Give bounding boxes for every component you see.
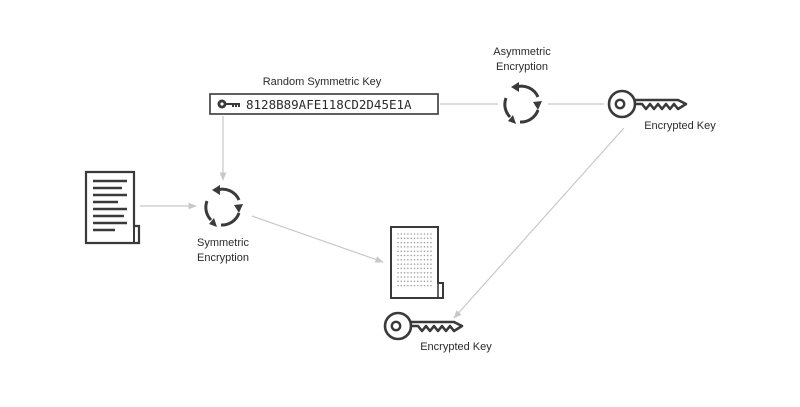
arrow-encrypted-key-to-bottom-key: [453, 127, 625, 319]
cycle-icon: [503, 82, 542, 124]
document-icon: [84, 170, 141, 245]
encrypted-key-bottom-label: Encrypted Key: [420, 341, 492, 353]
encrypted-key-top-label: Encrypted Key: [644, 120, 716, 132]
symmetric-label-line1: Symmetric: [197, 237, 249, 249]
random-key-value: 8128B89AFE118CD2D45E1A: [246, 97, 412, 112]
encrypted-document-icon: [390, 226, 444, 299]
asymmetric-label-line1: Asymmetric: [493, 46, 551, 58]
encrypted-key-top-icon: [607, 89, 688, 119]
cycle-icon: [204, 185, 243, 227]
asymmetric-label-line2: Encryption: [496, 61, 548, 73]
random-key-box: 8128B89AFE118CD2D45E1A: [209, 93, 439, 115]
arrow-symmetric-to-encrypted-document: [251, 215, 384, 263]
random-key-title: Random Symmetric Key: [263, 76, 382, 88]
symmetric-label-line2: Encryption: [197, 252, 249, 264]
key-icon: [217, 99, 240, 109]
encrypted-key-bottom-icon: [383, 311, 464, 341]
